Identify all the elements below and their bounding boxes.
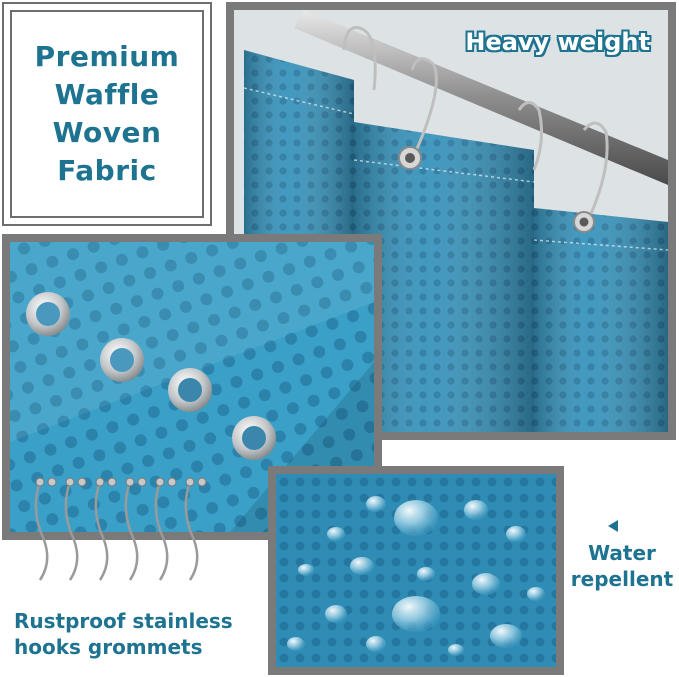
heavy-weight-label: Heavy weight — [465, 28, 650, 56]
shower-hooks-illustration — [20, 470, 230, 600]
water-repellent-label: Water repellent — [570, 541, 674, 591]
water-repellent-photo-panel — [268, 466, 564, 675]
rustproof-caption: Rustproof stainless hooks grommets — [14, 609, 233, 659]
title-inner-frame: Premium Waffle Woven Fabric — [10, 10, 204, 218]
water-droplets-photo — [276, 474, 556, 667]
title-text: Premium Waffle Woven Fabric — [34, 40, 180, 187]
title-box: Premium Waffle Woven Fabric — [2, 2, 212, 226]
left-triangle-icon — [608, 520, 618, 532]
